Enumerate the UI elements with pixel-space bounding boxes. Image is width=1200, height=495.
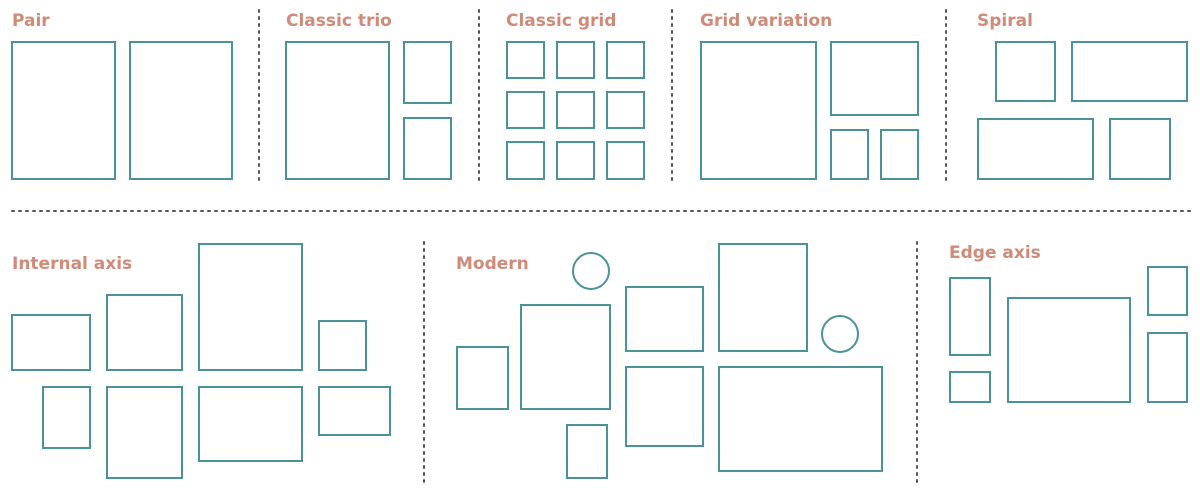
frame-rect: [700, 41, 817, 180]
frame-rect: [285, 41, 390, 180]
frame-rect: [403, 41, 452, 104]
arrangement-label: Spiral: [977, 11, 1033, 31]
frame-rect: [106, 386, 183, 479]
frame-rect: [1147, 332, 1188, 403]
frame-rect: [318, 386, 391, 436]
frame-rect: [880, 129, 919, 180]
arrangement-internal-axis: Internal axis: [11, 243, 391, 479]
arrangement-label: Edge axis: [949, 243, 1041, 263]
frame-rect: [403, 117, 452, 180]
frame-rect: [718, 243, 808, 352]
frame-rect: [625, 366, 704, 447]
frame-rect: [606, 41, 645, 79]
frame-rect: [556, 41, 595, 79]
frame-rect: [42, 386, 91, 449]
arrangement-edge-axis: Edge axis: [949, 243, 1188, 403]
arrangement-pair: Pair: [11, 11, 233, 180]
arrangement-label: Internal axis: [12, 254, 132, 274]
frame-rect: [556, 91, 595, 129]
arrangement-grid-variation: Grid variation: [700, 11, 919, 180]
arrangement-label: Modern: [456, 254, 529, 274]
frame-rect: [566, 424, 608, 479]
frame-rect: [556, 141, 595, 180]
arrangement-label: Classic trio: [286, 11, 392, 31]
arrangement-spiral: Spiral: [977, 11, 1188, 180]
frame-rect: [830, 129, 869, 180]
frame-rect: [520, 304, 611, 410]
frame-rect: [606, 91, 645, 129]
frame-rect: [506, 91, 545, 129]
arrangement-label: Classic grid: [506, 11, 616, 31]
frame-rect: [11, 314, 91, 371]
arrangement-label: Grid variation: [700, 11, 832, 31]
frame-rect: [129, 41, 233, 180]
frame-rect: [506, 141, 545, 180]
frame-rect: [977, 118, 1094, 180]
frame-rect: [625, 286, 704, 352]
arrangement-modern: Modern: [456, 243, 883, 479]
arrangement-classic-grid: Classic grid: [506, 11, 645, 180]
frame-rect: [198, 243, 303, 371]
frame-rect: [949, 277, 991, 356]
frame-rect: [718, 366, 883, 472]
dividers: [11, 9, 1191, 483]
frame-rect: [995, 41, 1056, 102]
frame-rect: [106, 294, 183, 371]
frame-rect: [198, 386, 303, 462]
frame-rect: [830, 41, 919, 116]
frame-rect: [606, 141, 645, 180]
frame-rect: [1109, 118, 1171, 180]
frame-circle: [821, 315, 859, 353]
frame-rect: [1147, 266, 1188, 316]
frame-rect: [506, 41, 545, 79]
arrangement-classic-trio: Classic trio: [285, 11, 452, 180]
frame-rect: [1071, 41, 1188, 102]
arrangement-label: Pair: [12, 11, 50, 31]
frame-rect: [456, 346, 509, 410]
frame-circle: [572, 252, 610, 290]
frame-rect: [1007, 297, 1131, 403]
frame-rect: [949, 371, 991, 403]
frame-rect: [318, 320, 367, 371]
frame-rect: [11, 41, 116, 180]
